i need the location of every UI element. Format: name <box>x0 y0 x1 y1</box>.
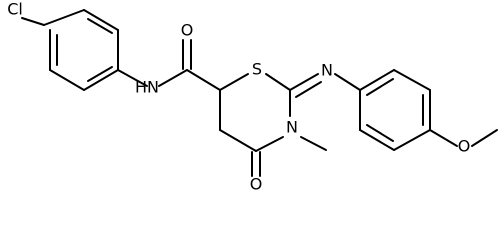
bond <box>186 69 221 91</box>
bond <box>43 9 85 26</box>
bond-lines <box>21 9 498 177</box>
bond <box>295 81 322 98</box>
ring-nitrogen-label: N <box>286 118 298 137</box>
bond <box>158 69 188 87</box>
bond <box>255 136 284 152</box>
bond <box>49 69 85 91</box>
bond <box>393 129 431 151</box>
atom-labels: Cl N H O S N N O O <box>7 0 470 194</box>
bond <box>429 129 458 147</box>
bond <box>366 78 394 96</box>
bond <box>117 69 148 87</box>
bond <box>359 69 395 91</box>
bond <box>219 73 249 91</box>
bond <box>334 73 361 91</box>
bond <box>265 73 291 91</box>
bond <box>366 124 394 142</box>
bond <box>83 69 119 91</box>
amide-hydrogen-label: H <box>135 78 147 97</box>
ring-carbonyl-oxygen-label: O <box>250 175 263 194</box>
imine-nitrogen-label: N <box>321 61 333 80</box>
bond <box>359 129 395 151</box>
bond <box>219 129 257 152</box>
amide-oxygen-label: O <box>181 21 194 40</box>
bond <box>87 66 113 82</box>
bond <box>21 17 45 26</box>
amide-nitrogen-label: N <box>147 78 159 97</box>
molecule-structure: Cl N H O S N N O O <box>7 0 498 194</box>
bond <box>471 129 498 147</box>
methoxy-oxygen-label: O <box>458 137 471 156</box>
chlorine-label: Cl <box>7 0 23 19</box>
bond <box>300 136 327 151</box>
bond <box>87 18 113 34</box>
bond <box>83 9 119 31</box>
bond <box>289 73 319 91</box>
ring-sulfur-label: S <box>252 60 262 79</box>
bond <box>393 69 431 91</box>
